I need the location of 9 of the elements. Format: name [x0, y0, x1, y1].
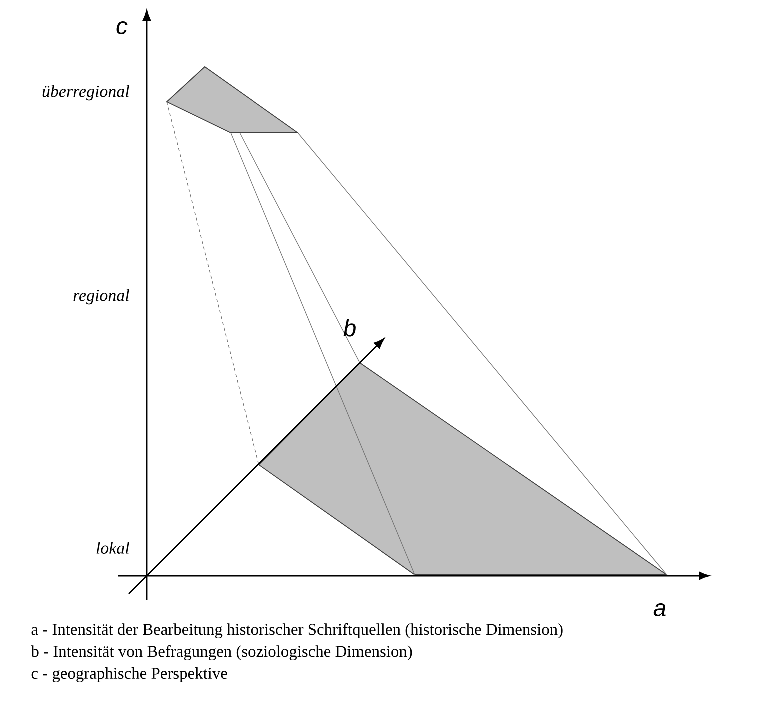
axis-label: c — [116, 21, 128, 35]
legend-text: a - Intensität der Bearbeitung historischer Schriftquellen (historische Dimension) — [32, 623, 563, 639]
legend-text: b - Intensität von Befragungen (soziologische Dimension) — [31, 645, 412, 661]
level-label: lokal — [96, 542, 130, 554]
axis-label: a — [654, 603, 666, 617]
level-label: regional — [74, 289, 130, 305]
level-label: überregional — [42, 85, 130, 101]
legend-text: c - geographische Perspektive — [32, 668, 228, 682]
axis-label: b — [344, 319, 356, 337]
